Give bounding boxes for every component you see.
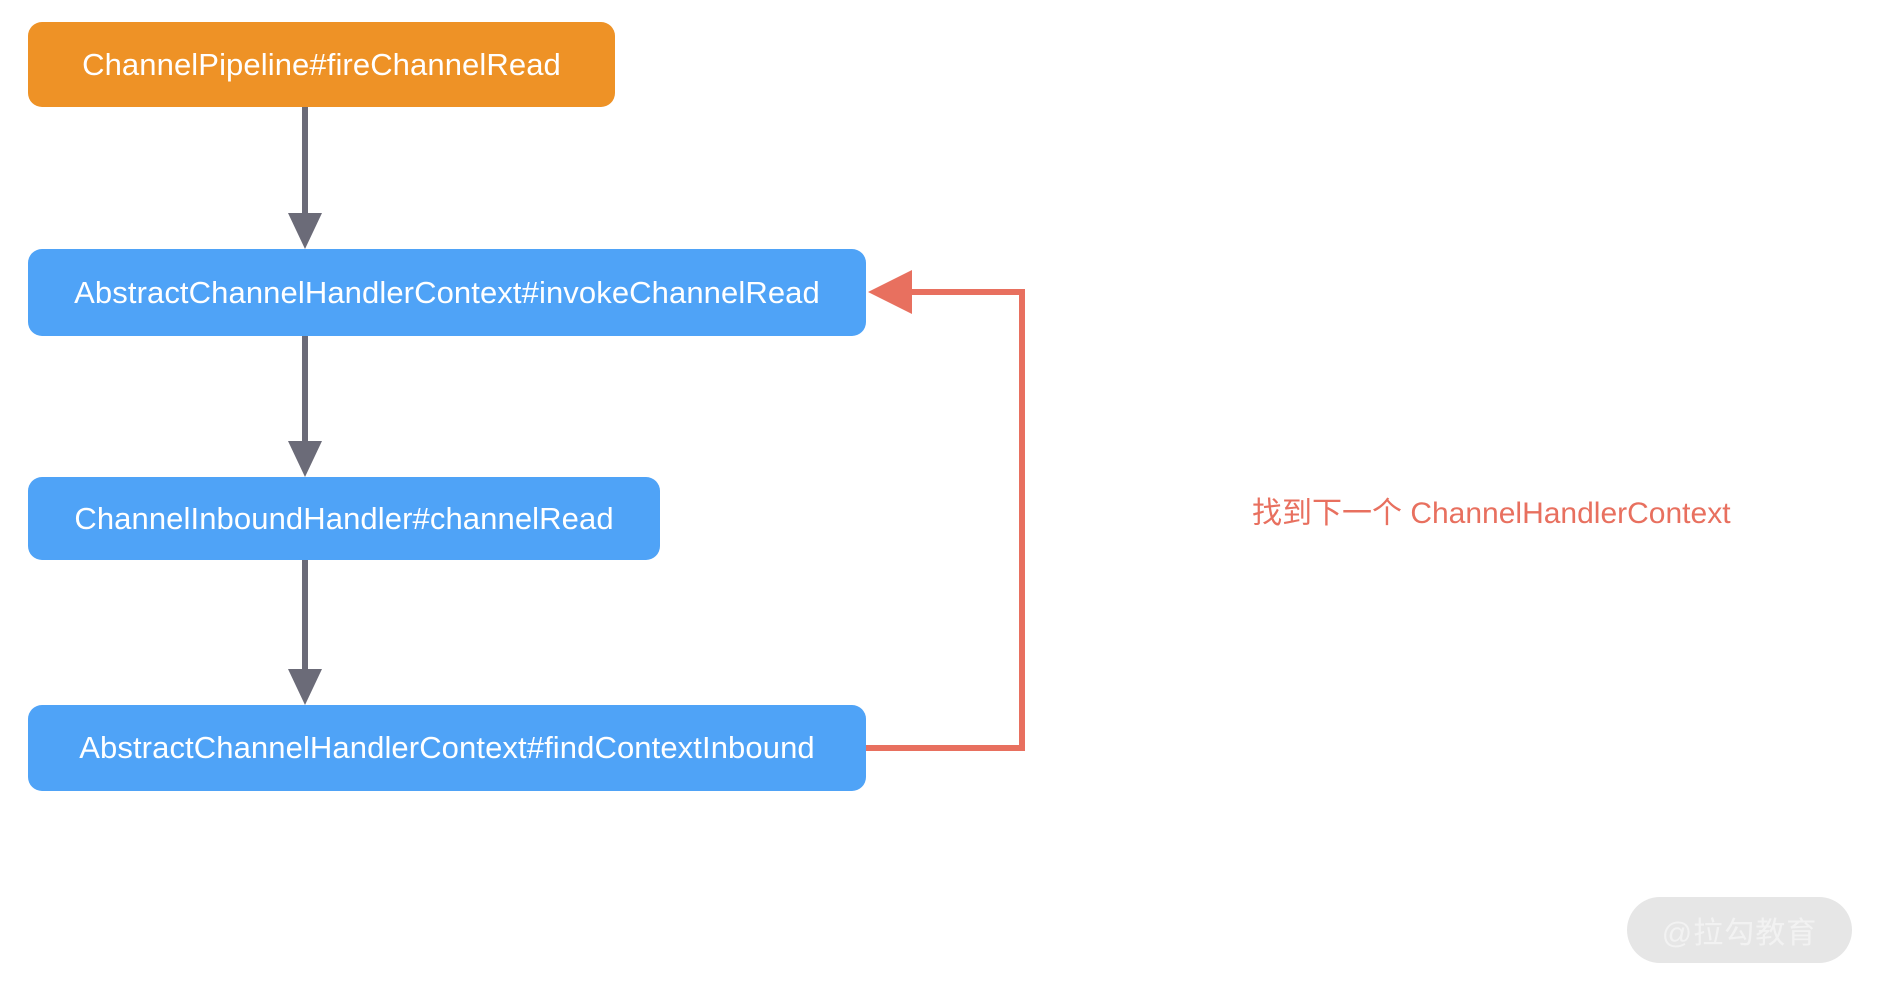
node-abstract-channel-handler-context-invoke-channel-read[interactable]: AbstractChannelHandlerContext#invokeChan… [28,249,866,336]
node-label: AbstractChannelHandlerContext#findContex… [79,730,815,765]
node-channel-pipeline-fire-channel-read[interactable]: ChannelPipeline#fireChannelRead [28,22,615,107]
node-abstract-channel-handler-context-find-context-inbound[interactable]: AbstractChannelHandlerContext#findContex… [28,705,866,791]
node-channel-inbound-handler-channel-read[interactable]: ChannelInboundHandler#channelRead [28,477,660,560]
edge-fire-to-invoke [288,107,322,249]
loopback-edge-annotation: 找到下一个 ChannelHandlerContext [1252,497,1731,530]
watermark-text: @拉勾教育 [1661,917,1818,950]
watermark-badge: @拉勾教育 [1627,897,1852,963]
edge-loopback-findcontext-to-invoke [866,270,1025,751]
edge-channelread-to-findcontext [288,560,322,705]
edge-invoke-to-channelread [288,336,322,477]
node-label: ChannelPipeline#fireChannelRead [82,46,561,82]
node-label: ChannelInboundHandler#channelRead [74,500,614,536]
node-label: AbstractChannelHandlerContext#invokeChan… [74,274,820,310]
